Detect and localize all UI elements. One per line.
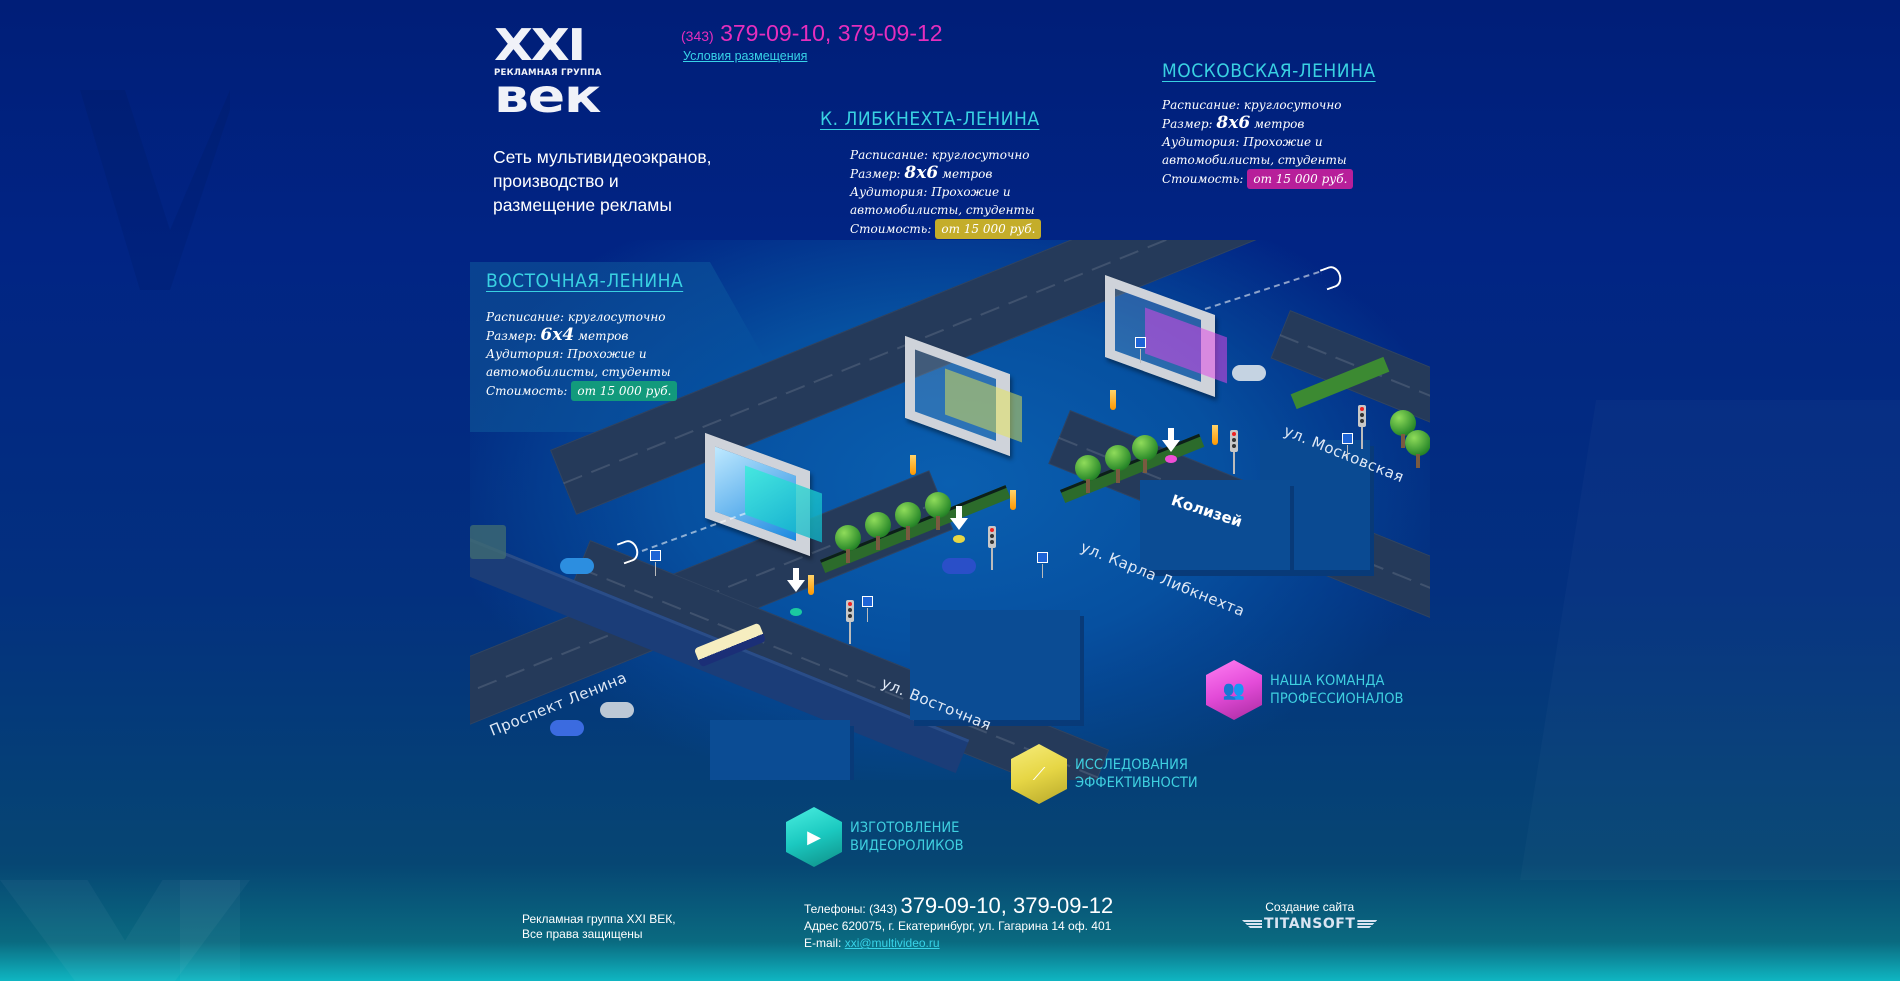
crosswalk-sign-icon xyxy=(862,596,873,622)
billboard-leg xyxy=(910,455,916,475)
logo-vek: вeк xyxy=(494,69,601,123)
tree xyxy=(865,512,891,550)
titansoft-logo[interactable]: TITANSOFT xyxy=(1242,916,1377,932)
location-details: Расписание: круглосуточно Размер: 8x6 ме… xyxy=(1162,96,1376,189)
footer-phone-numbers: 379-09-10, 379-09-12 xyxy=(900,893,1114,918)
location-arrow-icon xyxy=(950,506,968,530)
car xyxy=(1232,365,1266,381)
conditions-link[interactable]: Условия размещения xyxy=(683,49,808,63)
tree xyxy=(1105,445,1131,483)
building-koliseum xyxy=(1140,480,1290,570)
billboard-leg xyxy=(1010,490,1016,510)
page-container: XXI РЕКЛАМНАЯ ГРУППА вeк Сеть мультивиде… xyxy=(470,0,1430,981)
location-marker xyxy=(1165,455,1177,463)
footer-credit: Создание сайта TITANSOFT xyxy=(1242,900,1377,932)
crosswalk-sign-icon xyxy=(1342,433,1353,459)
location-details: Расписание: круглосуточно Размер: 6x4 ме… xyxy=(486,308,683,401)
billboard-leg xyxy=(1212,425,1218,445)
phone-code: (343) xyxy=(681,28,714,44)
background-letter-shape xyxy=(80,90,230,290)
service-team-link[interactable]: 👥 НАША КОМАНДА ПРОФЕССИОНАЛОВ xyxy=(1206,660,1403,720)
email-link[interactable]: xxi@multivideo.ru xyxy=(844,936,940,950)
team-icon: 👥 xyxy=(1206,660,1262,720)
background-letter-shape xyxy=(1520,400,1900,880)
building-block xyxy=(710,720,850,780)
location-marker xyxy=(790,608,802,616)
screen-glow xyxy=(1145,307,1227,384)
location-marker xyxy=(953,535,965,543)
location-title[interactable]: МОСКОВСКАЯ-ЛЕНИНА xyxy=(1162,60,1376,82)
traffic-light xyxy=(988,526,996,570)
footer-address: Адрес 620075, г. Екатеринбург, ул. Гагар… xyxy=(804,919,1112,933)
traffic-light xyxy=(1358,405,1366,449)
location-card-moskovskaya: МОСКОВСКАЯ-ЛЕНИНА Расписание: круглосуто… xyxy=(1162,60,1376,189)
price-badge: от 15 000 руб. xyxy=(1247,169,1354,189)
billboard-leg xyxy=(808,575,814,595)
location-details: Расписание: круглосуточно Размер: 8x6 ме… xyxy=(850,146,1042,239)
phone-numbers: 379-09-10, 379-09-12 xyxy=(720,20,943,46)
tree xyxy=(1075,455,1101,493)
service-research-link[interactable]: ⟋ ИССЛЕДОВАНИЯ ЭФФЕКТИВНОСТИ xyxy=(1011,744,1198,804)
tagline: Сеть мультивидеоэкранов, производство и … xyxy=(493,147,712,215)
crosswalk-sign-icon xyxy=(650,550,661,576)
logo[interactable]: XXI РЕКЛАМНАЯ ГРУППА вeк xyxy=(494,24,604,120)
location-title[interactable]: К. ЛИБКНЕХТА-ЛЕНИНА xyxy=(820,108,1040,130)
video-camera-icon: ▶ xyxy=(786,807,842,867)
traffic-light xyxy=(846,600,854,644)
price-badge: от 15 000 руб. xyxy=(571,381,678,401)
crosswalk-sign-icon xyxy=(1037,552,1048,578)
location-arrow-icon xyxy=(1162,428,1180,452)
service-video-link[interactable]: ▶ ИЗГОТОВЛЕНИЕ ВИДЕОРОЛИКОВ xyxy=(786,807,964,867)
location-card-libknehta: К. ЛИБКНЕХТА-ЛЕНИНА Расписание: круглосу… xyxy=(820,108,1042,239)
crosswalk-sign-icon xyxy=(1135,337,1146,363)
city-map-illustration: Колизей ул. Московская ул. Карла Либкнех… xyxy=(470,240,1430,780)
bus xyxy=(470,525,506,559)
footer-contacts: Телефоны: (343) 379-09-10, 379-09-12 Адр… xyxy=(804,893,1114,951)
logo-subtitle: РЕКЛАМНАЯ ГРУППА xyxy=(494,68,602,78)
location-card-vostochnaya: ВОСТОЧНАЯ-ЛЕНИНА Расписание: круглосуточ… xyxy=(486,270,683,401)
logo-xxi: XXI xyxy=(494,20,586,71)
header-phone: (343) 379-09-10, 379-09-12 xyxy=(681,20,943,47)
tree xyxy=(1405,430,1430,468)
tree xyxy=(835,525,861,563)
background-letter-shape xyxy=(180,880,240,981)
tree xyxy=(895,502,921,540)
tree xyxy=(1132,435,1158,473)
chart-line-icon: ⟋ xyxy=(1011,744,1067,804)
car xyxy=(942,558,976,574)
tree xyxy=(925,492,951,530)
footer-copyright: Рекламная группа XXI ВЕК, Все права защи… xyxy=(522,912,676,941)
location-arrow-icon xyxy=(787,568,805,592)
traffic-light xyxy=(1230,430,1238,474)
car xyxy=(600,702,634,718)
billboard-leg xyxy=(1110,390,1116,410)
price-badge: от 15 000 руб. xyxy=(935,219,1042,239)
location-title[interactable]: ВОСТОЧНАЯ-ЛЕНИНА xyxy=(486,270,684,292)
car xyxy=(550,720,584,736)
car xyxy=(560,558,594,574)
building-block xyxy=(910,610,1080,720)
